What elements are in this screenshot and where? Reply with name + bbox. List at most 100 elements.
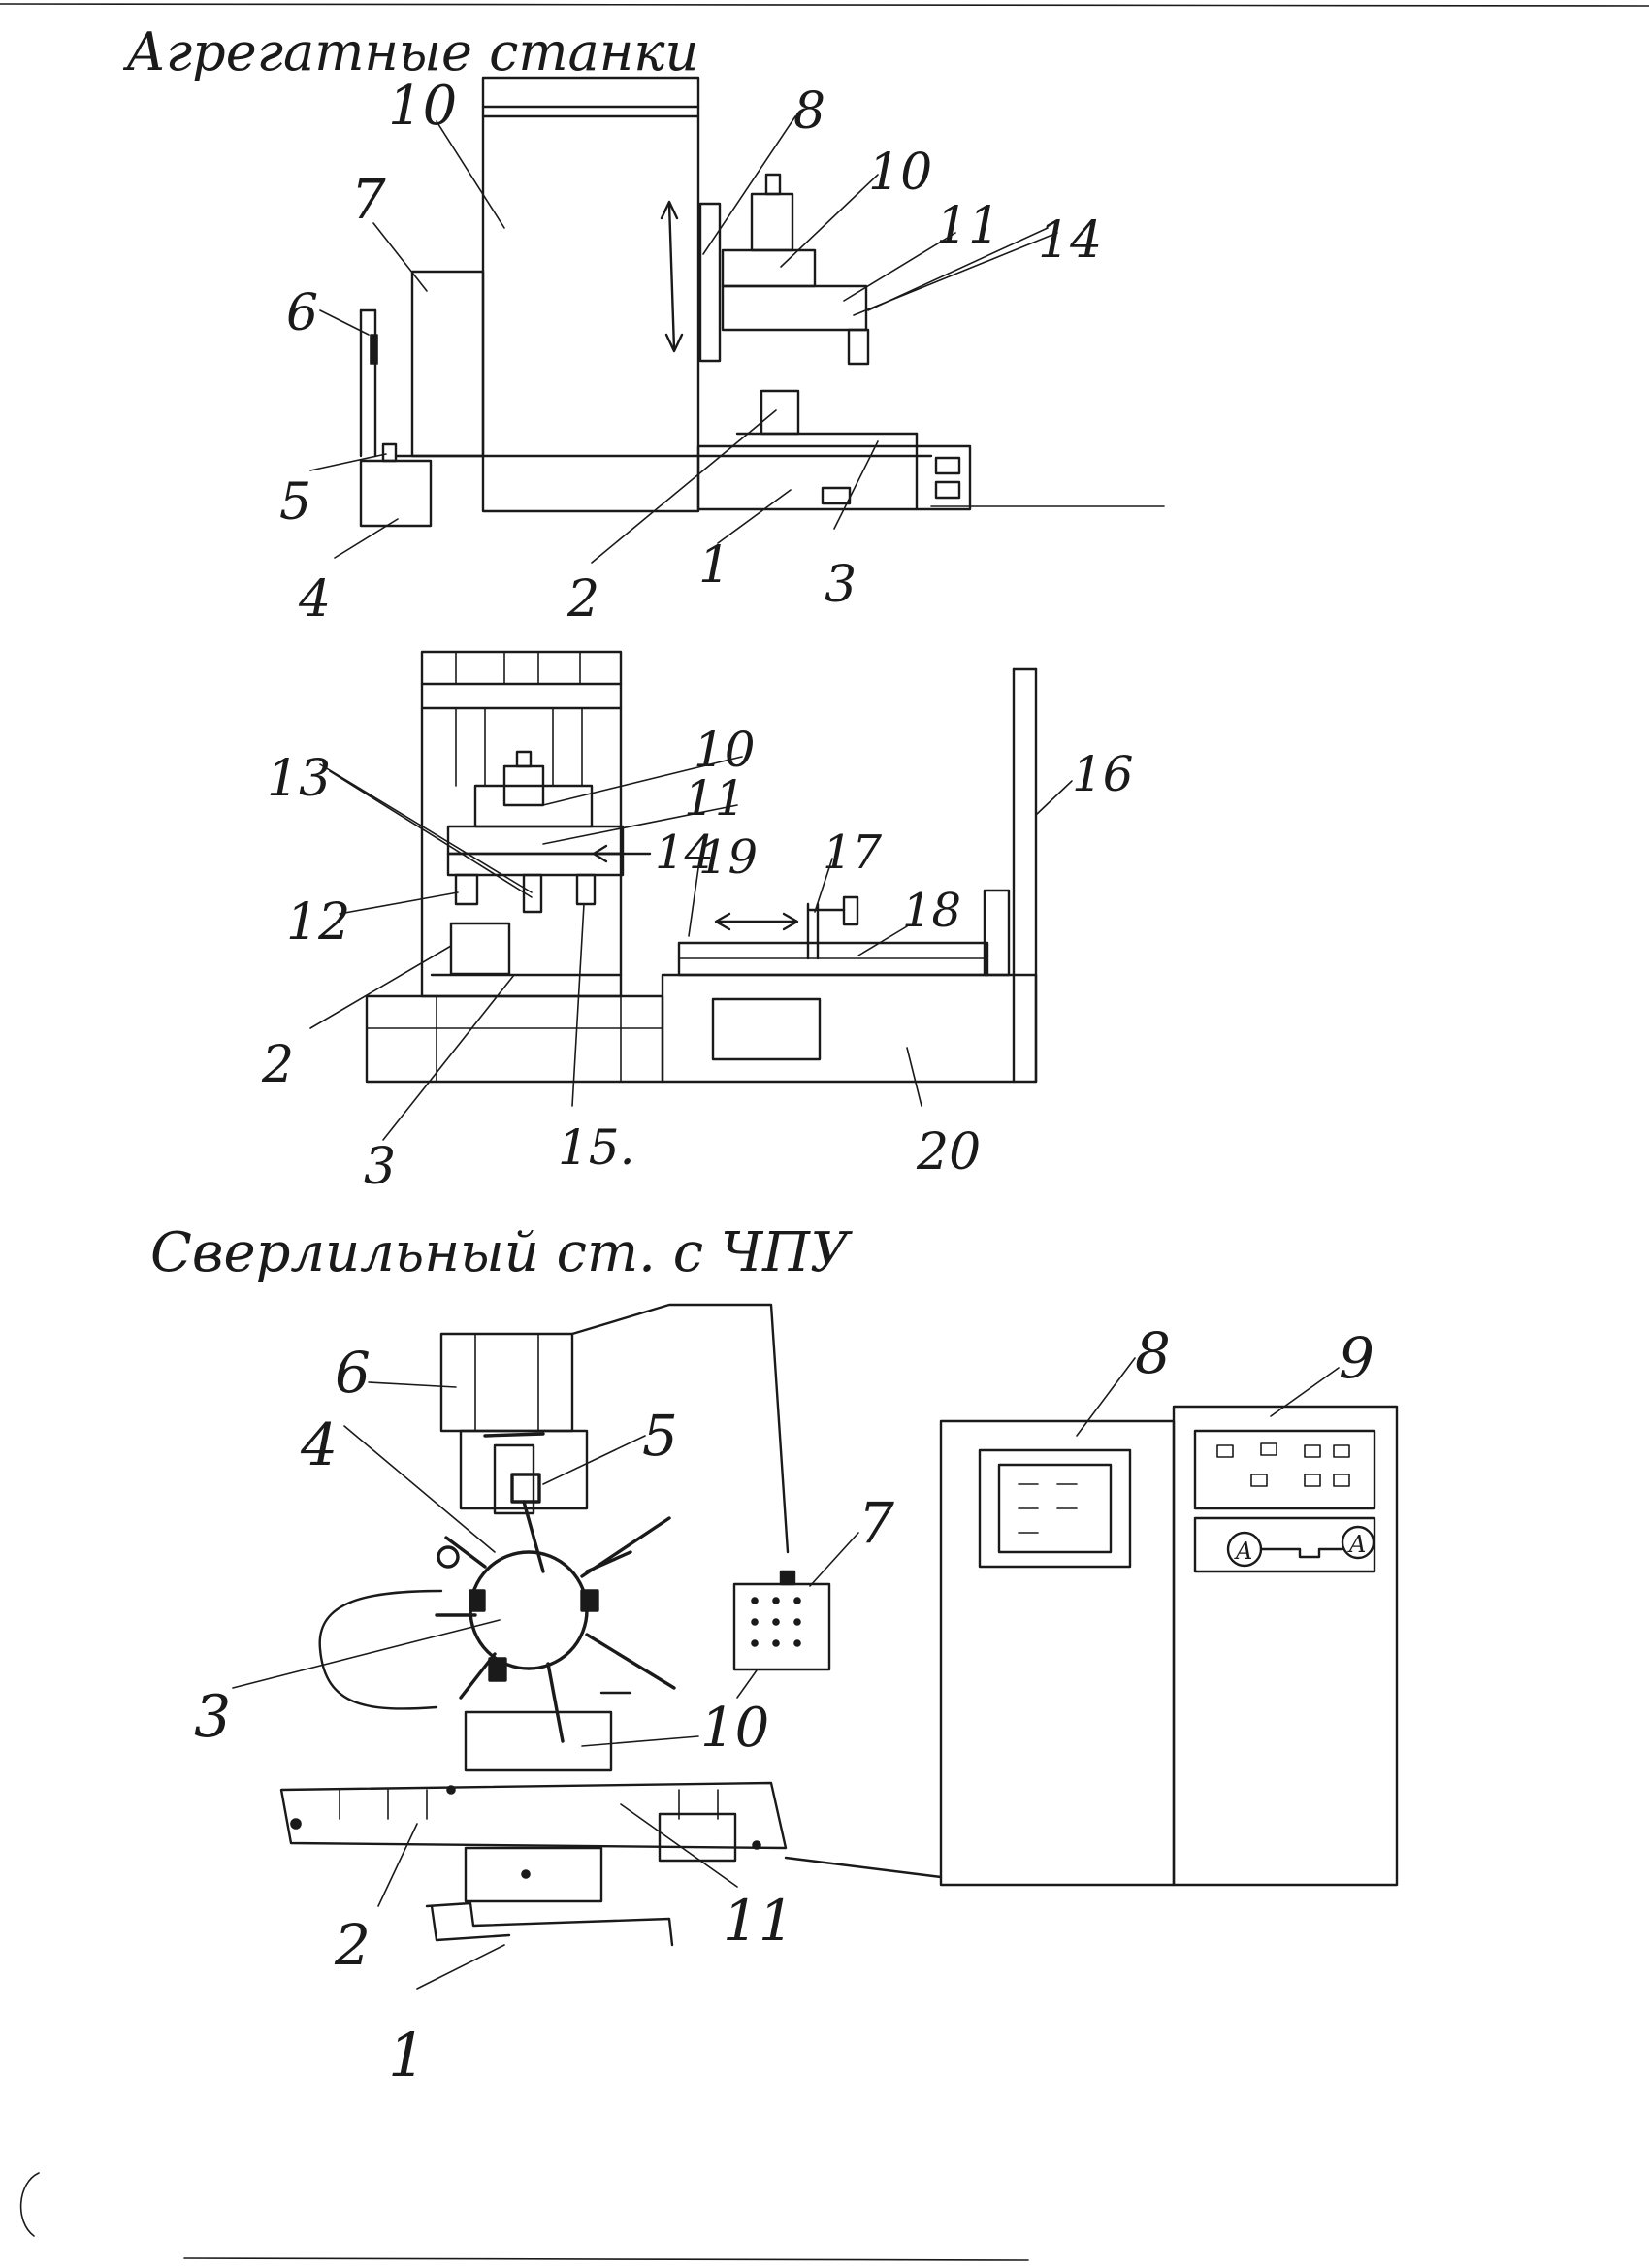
label-fig3-9: 9 bbox=[1339, 1325, 1374, 1391]
label-fig3-10: 10 bbox=[700, 1697, 769, 1760]
feed-arrow bbox=[667, 202, 676, 351]
turret-tool-3 bbox=[585, 1550, 632, 1573]
panel-key-7 bbox=[1333, 1474, 1350, 1487]
leader-8 bbox=[702, 115, 796, 255]
leader-f2-19 bbox=[688, 867, 699, 937]
panel-key-5 bbox=[1250, 1474, 1268, 1487]
leader-f2-20 bbox=[906, 1047, 922, 1107]
scan-border-bottom bbox=[183, 2257, 1029, 2261]
carriage-bolt bbox=[521, 1869, 531, 1879]
leader-7 bbox=[372, 222, 428, 292]
leader-f2-15 bbox=[571, 903, 585, 1107]
pendant-button-2 bbox=[772, 1597, 780, 1604]
label-fig3-5: 5 bbox=[642, 1403, 678, 1469]
label-fig1-7: 7 bbox=[351, 169, 386, 232]
leader-f3-9 bbox=[1270, 1367, 1340, 1417]
table-side-block bbox=[658, 1812, 737, 1863]
leader-f3-8 bbox=[1076, 1357, 1136, 1437]
turret-holder-3 bbox=[488, 1657, 507, 1682]
feed-arrow-head-up bbox=[660, 200, 679, 220]
label-fig2-12: 12 bbox=[286, 893, 350, 952]
element-6 bbox=[370, 334, 378, 365]
spindle-12 bbox=[454, 873, 479, 906]
pendant-button-7 bbox=[751, 1639, 759, 1647]
leader-4 bbox=[334, 518, 399, 559]
pendant-mount bbox=[779, 1570, 796, 1586]
label-fig2-2: 2 bbox=[261, 1036, 294, 1094]
pendant-button-8 bbox=[772, 1639, 780, 1647]
figure-3-cnc-drilling-machine: A A 6 4 5 3 7 10 11 2 1 8 9 bbox=[194, 1303, 1399, 2090]
housing-bar bbox=[483, 1432, 545, 1438]
leader-f2-3 bbox=[382, 974, 515, 1141]
label-fig1-11: 11 bbox=[936, 197, 1000, 255]
gauge-connector bbox=[1259, 1547, 1344, 1559]
leader-f3-10 bbox=[581, 1735, 699, 1747]
label-fig3-4: 4 bbox=[300, 1411, 338, 1479]
motion-arrow-right bbox=[782, 912, 799, 931]
label-fig2-18: 18 bbox=[902, 884, 961, 938]
head-10 bbox=[721, 248, 817, 288]
leader-f3-3 bbox=[232, 1619, 501, 1689]
label-fig2-19: 19 bbox=[698, 830, 758, 885]
leader-f2-14-head bbox=[592, 844, 608, 863]
leader-f3-6 bbox=[368, 1381, 457, 1388]
leader-f3-7 bbox=[809, 1532, 859, 1587]
clamp-17-pad bbox=[842, 895, 859, 926]
tool-5 bbox=[510, 1473, 541, 1504]
control-panel bbox=[1193, 1429, 1376, 1510]
gauge-right bbox=[1341, 1525, 1375, 1560]
pendant-button-6 bbox=[793, 1618, 801, 1626]
base-window bbox=[821, 486, 852, 505]
label-fig1-10: 10 bbox=[868, 144, 932, 202]
pendant-button-9 bbox=[793, 1639, 801, 1647]
panel-key-4 bbox=[1333, 1444, 1350, 1458]
leader-9 bbox=[436, 120, 505, 229]
column-back bbox=[570, 1303, 790, 1554]
motion-arrow-left bbox=[714, 912, 731, 931]
turret-tool-1 bbox=[444, 1536, 487, 1569]
housing-7 bbox=[410, 270, 485, 458]
label-fig1-6: 6 bbox=[286, 284, 318, 342]
panel-key-1 bbox=[1216, 1444, 1234, 1458]
base-1-foot bbox=[430, 1904, 511, 1942]
label-fig1-2: 2 bbox=[566, 570, 599, 629]
label-fig1-8: 8 bbox=[793, 82, 825, 141]
label-fig2-20: 20 bbox=[916, 1123, 981, 1182]
slide-8 bbox=[698, 202, 722, 363]
spindle-body bbox=[493, 1443, 535, 1515]
label-fig1-4: 4 bbox=[298, 570, 331, 629]
label-fig1-1: 1 bbox=[698, 536, 730, 595]
workpiece-2-front bbox=[449, 922, 511, 976]
leader-14b bbox=[867, 227, 1049, 311]
base-20-window bbox=[711, 997, 822, 1061]
motor-cap bbox=[764, 173, 782, 196]
leader-3 bbox=[833, 440, 879, 530]
scan-artifact bbox=[19, 2172, 40, 2237]
label-fig3-8: 8 bbox=[1135, 1320, 1171, 1386]
leader-f2-10 bbox=[542, 756, 743, 806]
base-left bbox=[365, 994, 664, 1084]
leader-f3-5 bbox=[542, 1435, 646, 1485]
column-6 bbox=[439, 1332, 574, 1433]
tool-arm-5 bbox=[522, 1500, 545, 1573]
head-plate bbox=[446, 852, 625, 877]
leader-6 bbox=[319, 309, 370, 336]
leader-f3-11 bbox=[620, 1803, 738, 1888]
section-title-aggregate: Агрегатные станки bbox=[122, 21, 698, 82]
cnc-display-screen bbox=[997, 1463, 1113, 1554]
leader-f2-18 bbox=[857, 925, 908, 956]
leader-f3-4 bbox=[343, 1425, 496, 1553]
motor bbox=[750, 192, 794, 252]
spindle-13 bbox=[522, 873, 543, 914]
leader-f2-13 bbox=[319, 763, 533, 893]
spindle-housing bbox=[459, 1429, 589, 1510]
cabinet-8 bbox=[939, 1419, 1176, 1887]
label-fig2-14: 14 bbox=[655, 826, 714, 880]
turret-tool-4 bbox=[585, 1633, 676, 1690]
head-11 bbox=[721, 284, 868, 332]
label-fig3-1: 1 bbox=[388, 2020, 426, 2090]
leader-5 bbox=[309, 453, 387, 471]
gauge-panel bbox=[1193, 1516, 1376, 1573]
leader-f3-2 bbox=[377, 1823, 418, 1907]
box-4 bbox=[359, 459, 433, 528]
